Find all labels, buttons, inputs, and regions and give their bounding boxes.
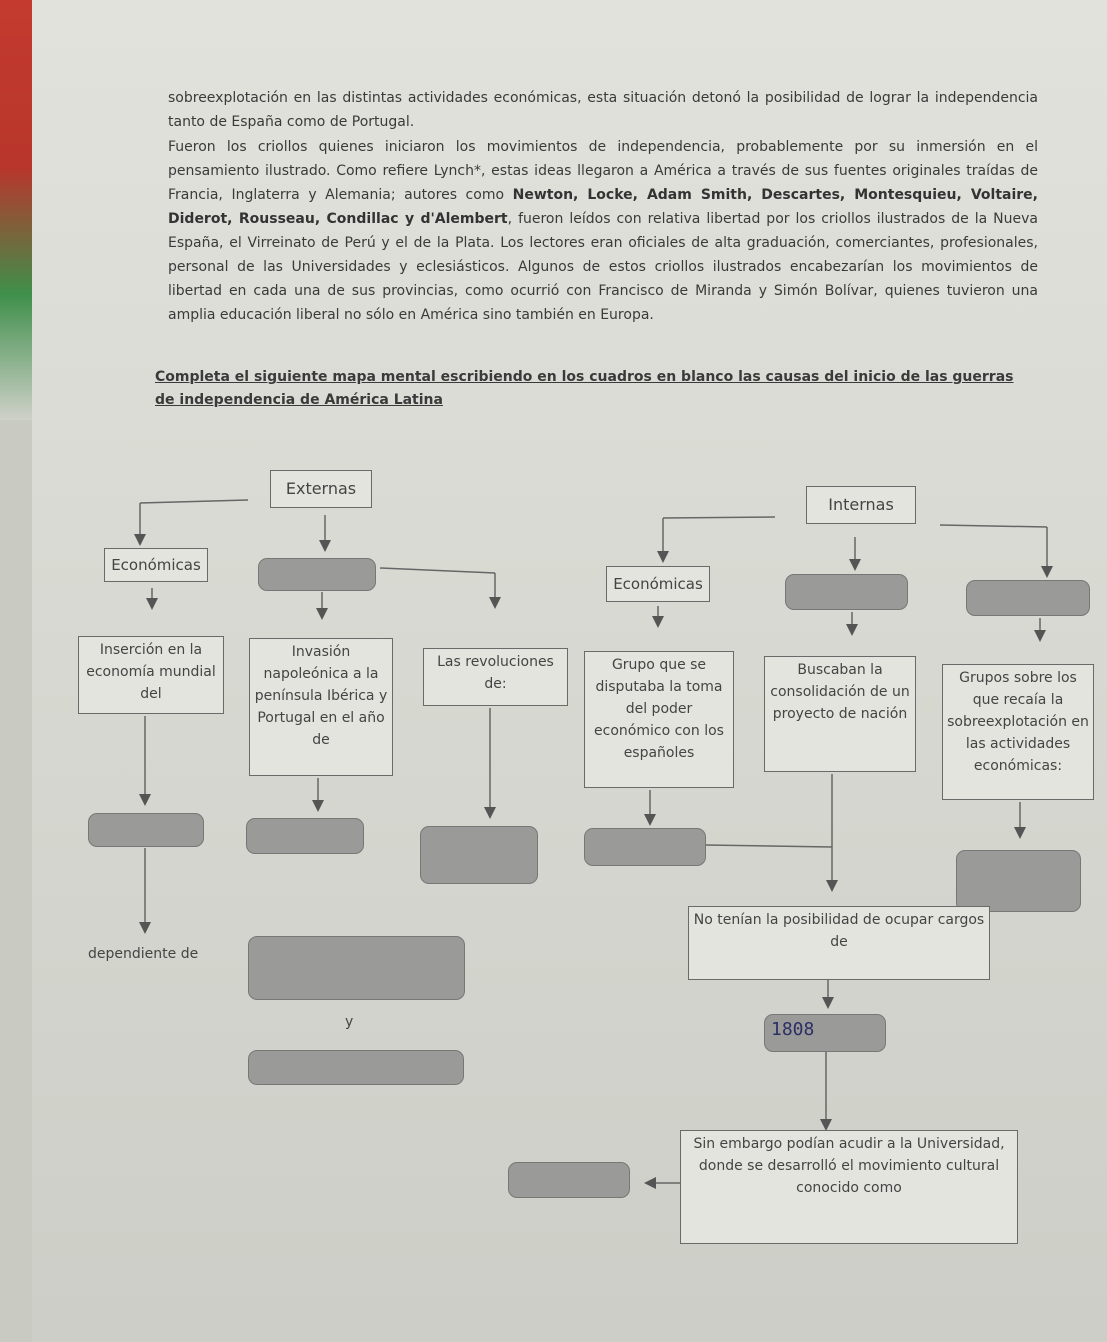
economicas-int-box: Económicas <box>606 566 710 602</box>
blank-box-internas-3[interactable] <box>966 580 1090 616</box>
internas-box: Internas <box>806 486 916 524</box>
sin-embargo-box: Sin embargo podían acudir a la Universid… <box>680 1130 1018 1244</box>
blank-box-dependiente-1[interactable] <box>248 936 465 1000</box>
revoluciones-box: Las revoluciones de: <box>423 648 568 706</box>
no-tenian-box: No tenían la posibilidad de ocupar cargo… <box>688 906 990 980</box>
paragraph-1: sobreexplotación en las distintas activi… <box>168 90 1038 130</box>
answer-box-1808[interactable]: 1808 <box>764 1014 886 1052</box>
blank-box-insercion[interactable] <box>88 813 204 847</box>
blank-box-grupo[interactable] <box>584 828 706 866</box>
grupos-sobre-box: Grupos sobre los que recaía la sobreexpl… <box>942 664 1094 800</box>
paragraph-2: Fueron los criollos quienes iniciaron lo… <box>168 139 1038 323</box>
blank-box-movimiento[interactable] <box>508 1162 630 1198</box>
blank-box-dependiente-2[interactable] <box>248 1050 464 1085</box>
blank-box-invasion[interactable] <box>246 818 364 854</box>
buscaban-box: Buscaban la consolidación de un proyecto… <box>764 656 916 772</box>
dependiente-label: dependiente de <box>88 946 199 962</box>
blank-box-grupos-sobre[interactable] <box>956 850 1081 912</box>
instruction: Completa el siguiente mapa mental escrib… <box>155 369 1014 408</box>
externas-box: Externas <box>270 470 372 508</box>
y-label: y <box>345 1014 354 1030</box>
blank-box-revoluciones[interactable] <box>420 826 538 884</box>
economicas-ext-box: Económicas <box>104 548 208 582</box>
grupo-box: Grupo que se disputaba la toma del poder… <box>584 651 734 788</box>
invasion-box: Invasión napoleónica a la península Ibér… <box>249 638 393 776</box>
blank-box-externas-2[interactable] <box>258 558 376 591</box>
authors-list: Newton, Locke, Adam Smith, Descartes, Mo… <box>168 187 1038 227</box>
blank-box-internas-2[interactable] <box>785 574 908 610</box>
insercion-box: Inserción en la economía mundial del <box>78 636 224 714</box>
